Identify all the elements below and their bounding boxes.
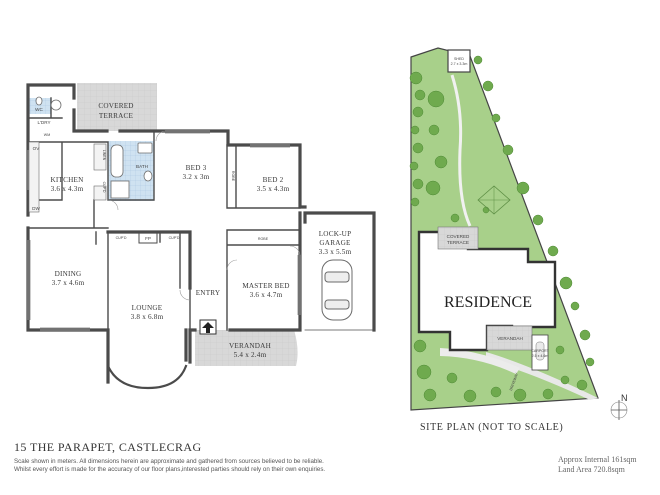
entry-arrow-icon	[199, 319, 217, 335]
label-dw: DW	[32, 206, 40, 211]
front-path	[440, 348, 520, 374]
site-label-covered-terrace-2: TERRACE	[447, 240, 469, 245]
label-ov: OV	[33, 146, 41, 151]
door-swing	[155, 130, 167, 142]
label-garage: LOCK-UP	[319, 230, 352, 238]
label-bed3: BED 3	[186, 164, 207, 172]
label-dining: DINING	[55, 270, 82, 278]
label-linen: LINEN	[102, 150, 106, 161]
disclaimer-line-2: Whilst every effort is made for the accu…	[14, 466, 326, 473]
label-covered-terrace-2: TERRACE	[99, 112, 134, 120]
label-wc: WC	[35, 107, 43, 112]
property-address: 15 THE PARAPET, CASTLECRAG	[14, 440, 202, 454]
window-bed2	[250, 144, 290, 148]
site-covered-terrace	[437, 226, 479, 250]
label-laundry: L'DRY	[37, 120, 50, 125]
driveway-path	[486, 352, 598, 400]
label-robe-master: ROBE	[258, 237, 269, 241]
interior-wall	[27, 97, 301, 331]
north-arrow-icon: N	[610, 393, 628, 420]
window-dining	[40, 327, 90, 331]
site-label-carport: CARPORT	[531, 349, 549, 353]
label-kitchen-size: 3.6 x 4.3m	[51, 185, 84, 193]
label-lounge: LOUNGE	[132, 304, 163, 312]
label-bath: BATH	[136, 164, 148, 169]
site-label-shed-size: 2.7 x 3.3m	[451, 62, 468, 66]
lounge-bay-window	[106, 364, 188, 390]
kitchen-pantry	[93, 185, 107, 201]
bathtub	[110, 144, 124, 178]
window-master	[297, 255, 301, 315]
label-robe-bed2: ROBE	[231, 171, 235, 182]
label-verandah-size: 5.4 x 2.4m	[234, 351, 267, 359]
site-label-carport-size: 2.5 x 4.6m	[532, 354, 549, 358]
label-lounge-size: 3.8 x 6.8m	[131, 313, 164, 321]
site-verandah	[486, 325, 533, 351]
garage-wall	[303, 211, 376, 332]
laundry-tub	[50, 99, 62, 111]
verandah-area	[195, 330, 298, 366]
carport-car	[535, 341, 545, 361]
svg-text:N: N	[621, 393, 628, 403]
window-dining-side	[27, 240, 31, 320]
label-entry: ENTRY	[196, 289, 221, 297]
site-label-driveway: DRIVEWAY	[509, 372, 519, 392]
label-bed2-size: 3.5 x 4.3m	[257, 185, 290, 193]
label-dining-size: 3.7 x 4.6m	[52, 279, 85, 287]
laundry-tiles	[29, 98, 51, 114]
fireplace	[138, 231, 158, 244]
car-icon	[321, 259, 353, 321]
door-swing	[107, 199, 119, 211]
door-swing	[289, 245, 301, 257]
kitchen-island	[93, 143, 107, 171]
toilet	[143, 170, 153, 182]
site-label-shed: SHED	[454, 57, 464, 61]
site-label-verandah: VERANDAH	[497, 336, 523, 341]
site-label-residence: RESIDENCE	[444, 294, 532, 311]
land-area: Land Area 720.8sqm	[558, 465, 625, 474]
label-cupboard-2: CUP'D	[169, 236, 180, 240]
garden-path	[450, 74, 472, 227]
door-swing	[179, 289, 191, 301]
vanity	[137, 142, 153, 154]
label-garage-2: GARAGE	[319, 239, 351, 247]
wc-toilet	[35, 96, 43, 106]
label-wm: WM	[44, 133, 50, 137]
label-bed3-size: 3.2 x 3m	[183, 173, 210, 181]
shed-building	[447, 49, 471, 73]
trees	[409, 55, 595, 403]
kitchen-counter	[28, 141, 40, 213]
label-master-bed: MASTER BED	[242, 282, 289, 290]
label-fireplace: FP	[145, 236, 151, 241]
covered-terrace-area	[77, 83, 157, 131]
site-plan: SHED 2.7 x 3.3m COVERED TERRACE RESIDENC…	[409, 47, 628, 420]
site-label-covered-terrace: COVERED	[447, 234, 470, 239]
internal-area: Approx Internal 161sqm	[558, 455, 637, 464]
window-bed3	[165, 130, 210, 134]
label-garage-size: 3.3 x 5.5m	[319, 248, 352, 256]
floor-plan: COVERED TERRACE WC L'DRY WM OV KITCHEN 3…	[26, 83, 376, 390]
label-verandah: VERANDAH	[229, 342, 271, 350]
disclaimer-line-1: Scale shown in meters. All dimensions he…	[14, 458, 324, 465]
label-bed2: BED 2	[263, 176, 284, 184]
label-covered-terrace: COVERED	[98, 102, 133, 110]
label-cupboard-1: CUP'D	[116, 236, 127, 240]
label-cupboard-3: CUP'D	[102, 182, 106, 193]
shower	[110, 180, 130, 199]
door-swing	[226, 259, 238, 271]
gazebo-cross	[478, 186, 510, 214]
site-plan-title: SITE PLAN (NOT TO SCALE)	[420, 422, 564, 433]
label-kitchen: KITCHEN	[51, 176, 85, 184]
label-master-bed-size: 3.6 x 4.7m	[250, 291, 283, 299]
